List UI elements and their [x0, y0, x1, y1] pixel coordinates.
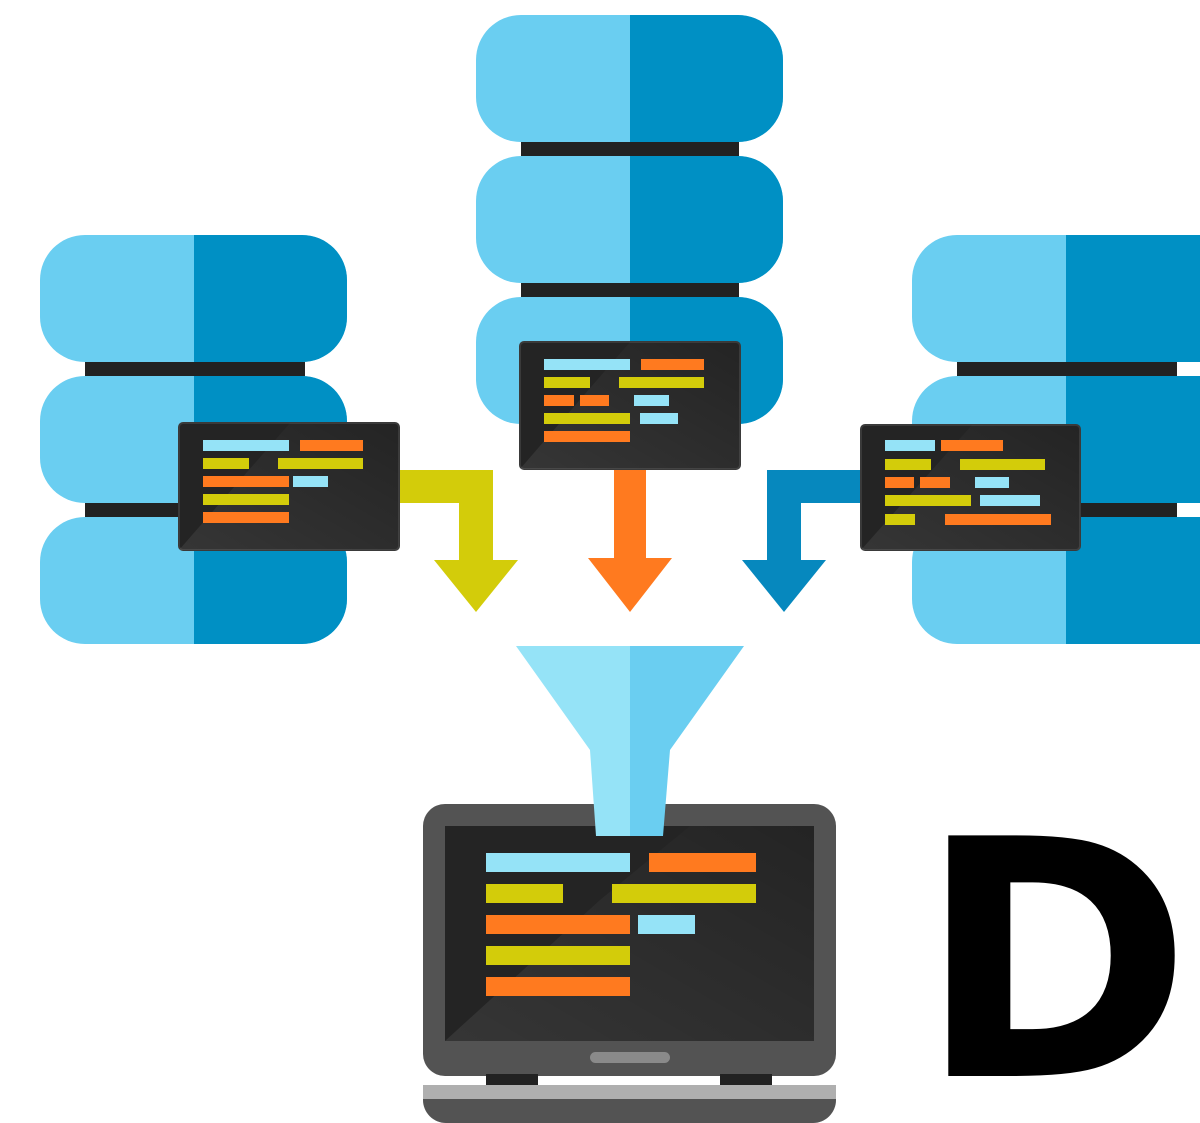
laptop-icon: [423, 804, 836, 1123]
headline-text: DI: [918, 770, 1200, 1123]
code-panel-left: [178, 422, 400, 551]
code-panel-right: [860, 424, 1081, 551]
arrow-down-center-icon: [588, 468, 672, 612]
arrow-down-left-icon: [398, 470, 518, 612]
arrow-down-right-icon: [742, 470, 862, 612]
funnel-icon: [516, 646, 744, 836]
code-panel-center: [519, 341, 741, 470]
